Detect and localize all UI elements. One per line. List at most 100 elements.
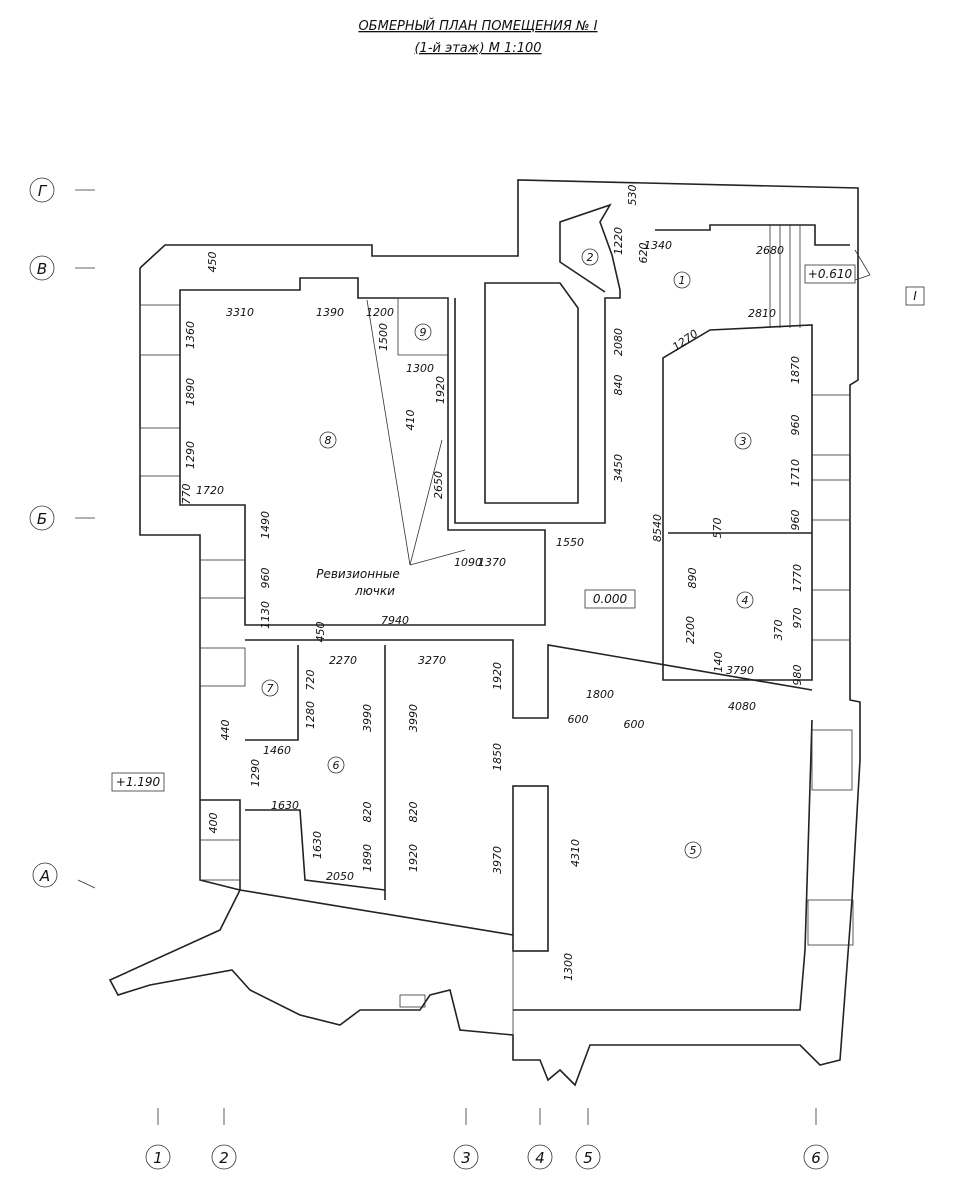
dimension-label: 2080 bbox=[612, 328, 625, 356]
room-number: 5 bbox=[690, 844, 697, 857]
dimension-label: 960 bbox=[789, 415, 802, 436]
room-number: 3 bbox=[740, 435, 747, 448]
room-number: 2 bbox=[587, 251, 594, 264]
dimension-label: 4080 bbox=[728, 700, 756, 713]
axis-label: 5 bbox=[583, 1149, 593, 1167]
room-number: 7 bbox=[267, 682, 274, 695]
dimension-label: 1850 bbox=[491, 743, 504, 771]
dimension-label: 1630 bbox=[271, 799, 299, 812]
dimension-label: 1300 bbox=[562, 953, 575, 981]
dimension-label: 2650 bbox=[432, 471, 445, 499]
dimension-label: 890 bbox=[686, 568, 699, 589]
dimension-label: 1890 bbox=[184, 378, 197, 406]
dimension-label: 570 bbox=[711, 518, 724, 539]
dimension-label: 530 bbox=[626, 185, 639, 206]
section-marker: I bbox=[913, 289, 917, 303]
dimension-label: 1200 bbox=[366, 306, 394, 319]
dimension-label: 440 bbox=[219, 720, 232, 741]
dimension-label: 4310 bbox=[569, 839, 582, 867]
dimension-label: 970 bbox=[791, 608, 804, 629]
level-main: 0.000 bbox=[593, 592, 628, 606]
hatched-step bbox=[399, 994, 426, 1008]
dimension-label: 1890 bbox=[361, 844, 374, 872]
dimension-label: 1920 bbox=[407, 844, 420, 872]
central-block bbox=[484, 282, 579, 504]
dimension-label: 980 bbox=[791, 665, 804, 686]
dimension-label: 3270 bbox=[418, 654, 446, 667]
dimension-label: 1270 bbox=[670, 327, 700, 354]
dimension-label: 3990 bbox=[361, 704, 374, 732]
dimension-label: 1290 bbox=[249, 759, 262, 787]
dimension-label: 1370 bbox=[478, 556, 506, 569]
room-numbers: 1 2 3 4 5 6 7 8 9 bbox=[261, 248, 754, 859]
dimension-label: 1390 bbox=[316, 306, 344, 319]
dimension-label: 1710 bbox=[789, 459, 802, 487]
dimension-label: 1340 bbox=[644, 239, 672, 252]
dimension-label: 840 bbox=[612, 375, 625, 396]
axis-label: 6 bbox=[811, 1149, 821, 1167]
level-stair: +0.610 bbox=[808, 267, 853, 281]
dimension-label: 1500 bbox=[377, 323, 390, 351]
dimension-label: 2200 bbox=[684, 616, 697, 644]
plan-title: ОБМЕРНЫЙ ПЛАН ПОМЕЩЕНИЯ № I bbox=[358, 18, 597, 34]
dimension-label: 1550 bbox=[556, 536, 584, 549]
dimension-label: 7940 bbox=[381, 614, 409, 627]
dimension-label: 1280 bbox=[304, 701, 317, 729]
dimension-label: 1720 bbox=[196, 484, 224, 497]
dimension-label: 1800 bbox=[586, 688, 614, 701]
dimension-label: 3310 bbox=[226, 306, 254, 319]
dimension-label: 1460 bbox=[263, 744, 291, 757]
dimension-label: 720 bbox=[304, 670, 317, 691]
dimension-label: 1920 bbox=[491, 662, 504, 690]
dimension-label: 620 bbox=[637, 243, 650, 264]
dimension-label: 1300 bbox=[406, 362, 434, 375]
windows-right bbox=[807, 394, 854, 946]
dimension-label: 1360 bbox=[184, 321, 197, 349]
dimension-label: 1220 bbox=[612, 227, 625, 255]
axis-label: 4 bbox=[535, 1149, 545, 1167]
dimension-label: 3970 bbox=[491, 846, 504, 874]
grid-axes: Г В Б А 1 2 3 4 5 6 bbox=[29, 177, 829, 1170]
room-number: 1 bbox=[679, 274, 686, 287]
dimension-label: 450 bbox=[314, 622, 327, 643]
axis-label: 1 bbox=[153, 1149, 163, 1167]
dimension-label: 3790 bbox=[726, 664, 754, 677]
dimension-label: 2680 bbox=[756, 244, 784, 257]
dimension-label: 770 bbox=[180, 484, 193, 505]
dimension-label: 1770 bbox=[791, 564, 804, 592]
dimension-label: 1130 bbox=[259, 601, 272, 629]
dimension-label: 1920 bbox=[434, 376, 447, 404]
column bbox=[512, 785, 549, 952]
room-number: 8 bbox=[325, 434, 332, 447]
dimension-label: 3450 bbox=[612, 454, 625, 482]
dimension-label: 410 bbox=[404, 410, 417, 431]
axis-label: В bbox=[37, 260, 47, 278]
axis-label: 2 bbox=[219, 1149, 229, 1167]
room-8-outline bbox=[179, 277, 546, 626]
dimension-label: 2050 bbox=[326, 870, 354, 883]
dimension-label: 2270 bbox=[329, 654, 357, 667]
dimension-label: 1630 bbox=[311, 831, 324, 859]
dimension-label: 600 bbox=[624, 718, 645, 731]
dimension-label: 450 bbox=[206, 252, 219, 273]
dimension-label: 8540 bbox=[651, 514, 664, 542]
axis-label: Г bbox=[38, 182, 48, 200]
dimension-label: 370 bbox=[772, 620, 785, 641]
note-line-2: лючки bbox=[354, 584, 395, 598]
dimension-label: 140 bbox=[712, 652, 725, 673]
dimension-label: 1870 bbox=[789, 356, 802, 384]
level-left: +1.190 bbox=[116, 775, 161, 789]
dimension-label: 3990 bbox=[407, 704, 420, 732]
note-line-1: Ревизионные bbox=[316, 567, 400, 581]
axis-label: Б bbox=[37, 510, 47, 528]
dimension-label: 1290 bbox=[184, 441, 197, 469]
room-number: 9 bbox=[420, 326, 427, 339]
dimension-label: 400 bbox=[207, 813, 220, 834]
room-number: 6 bbox=[333, 759, 340, 772]
room-3-4-outline bbox=[662, 324, 813, 681]
dimension-label: 960 bbox=[259, 568, 272, 589]
dimension-label: 820 bbox=[361, 802, 374, 823]
room-9-outline bbox=[397, 297, 449, 356]
